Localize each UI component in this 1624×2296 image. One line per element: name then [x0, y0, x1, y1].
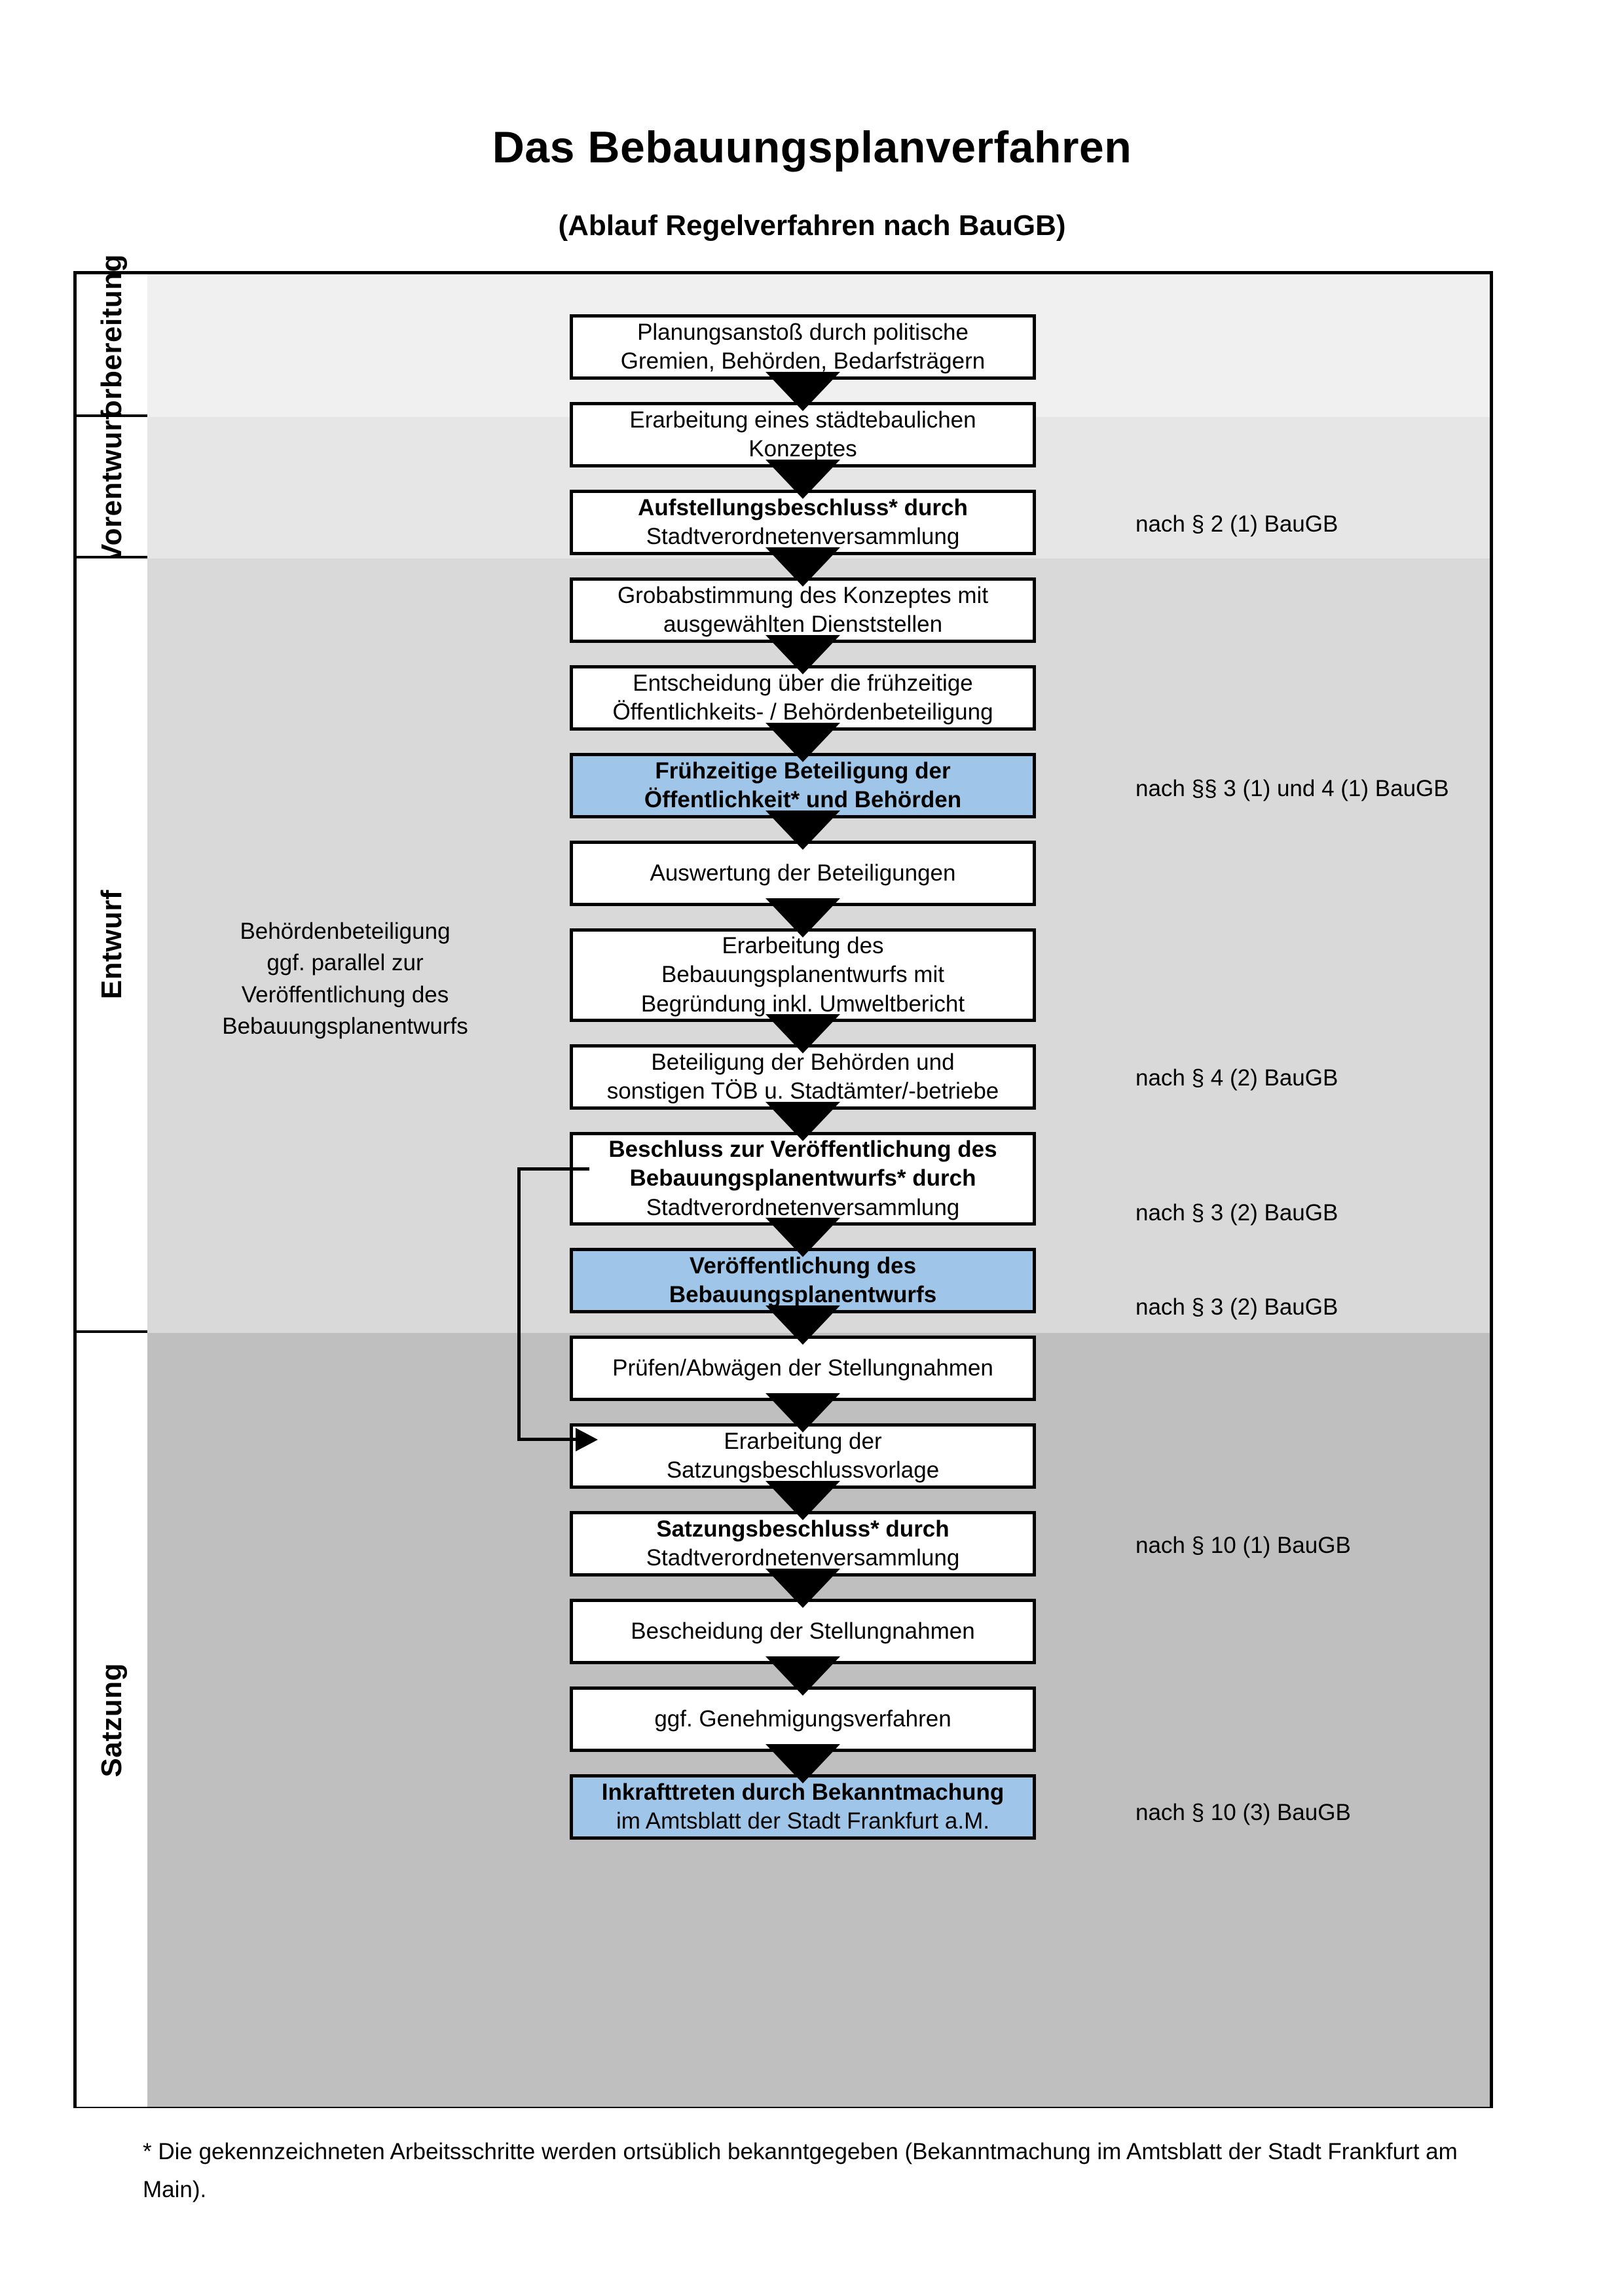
- step-box-entscheidung-beteiligung[interactable]: Entscheidung über die frühzeitige Öffent…: [570, 665, 1036, 731]
- step-line: Planungsanstoß durch politische: [637, 319, 969, 345]
- step-line: Erarbeitung der: [724, 1428, 882, 1454]
- phase-satzung: Satzung: [77, 1333, 147, 2107]
- flow-arrow-icon: [766, 372, 840, 411]
- page-subtitle: (Ablauf Regelverfahren nach BauGB): [558, 210, 1066, 242]
- sidenote-line2: ggf. parallel zur: [267, 950, 424, 976]
- step-box-fruehzeitige-beteiligung[interactable]: Frühzeitige Beteiligung der Öffentlichke…: [570, 753, 1036, 818]
- phase-entwurf: Entwurf: [77, 558, 147, 1333]
- step-line: Öffentlichkeits- / Behördenbeteiligung: [612, 699, 993, 725]
- step-line: Satzungsbeschluss* durch: [646, 1515, 960, 1544]
- step-line: Bescheidung der Stellungnahmen: [631, 1618, 975, 1644]
- flow-arrow-icon: [766, 460, 840, 499]
- phase-label: Entwurf: [96, 889, 128, 1000]
- sidenote-behoerdenbeteiligung: Behördenbeteiligung ggf. parallel zur Ve…: [201, 916, 489, 1042]
- step-line: Entscheidung über die frühzeitige: [633, 670, 973, 696]
- sidenote-line1: Behördenbeteiligung: [240, 919, 451, 944]
- step-line: Aufstellungsbeschluss* durch: [638, 494, 968, 522]
- step-line: Stadtverordnetenversammlung: [646, 1545, 960, 1571]
- flowchart-frame: Vorbereitung Vorentwurf Entwurf Satzung …: [73, 254, 1493, 2108]
- flow-arrow-icon: [766, 1656, 840, 1696]
- phase-label: Satzung: [96, 1662, 128, 1777]
- step-line: im Amtsblatt der Stadt Frankfurt a.M.: [616, 1808, 989, 1834]
- step-box-grobabstimmung[interactable]: Grobabstimmung des Konzeptes mit ausgewä…: [570, 577, 1036, 643]
- flow-arrow-icon: [766, 1218, 840, 1257]
- step-box-bescheidung[interactable]: Bescheidung der Stellungnahmen: [570, 1599, 1036, 1664]
- step-line: Prüfen/Abwägen der Stellungnahmen: [612, 1355, 993, 1381]
- step-box-aufstellungsbeschluss[interactable]: Aufstellungsbeschluss* durch Stadtverord…: [570, 490, 1036, 555]
- step-line-bold: Aufstellungsbeschluss* durch: [638, 494, 968, 520]
- step-box-genehmigungsverfahren[interactable]: ggf. Genehmigungsverfahren: [570, 1686, 1036, 1752]
- step-line: sonstigen TÖB u. Stadtämter/-betriebe: [606, 1078, 999, 1104]
- flow-arrow-icon: [766, 547, 840, 587]
- bracket-vertical-segment: [517, 1167, 521, 1441]
- step-line-bold: Frühzeitige Beteiligung der: [655, 757, 951, 784]
- step-line: Stadtverordnetenversammlung: [646, 524, 960, 549]
- step-line: Stadtverordnetenversammlung: [646, 1194, 960, 1220]
- legal-note-par3-4-1: nach §§ 3 (1) und 4 (1) BauGB: [1135, 776, 1449, 801]
- legal-note-par3-2a: nach § 3 (2) BauGB: [1135, 1200, 1338, 1226]
- flow-arrow-icon: [766, 898, 840, 938]
- step-line: ausgewählten Dienststellen: [663, 611, 943, 637]
- phase-vorentwurf: Vorentwurf: [77, 410, 147, 563]
- bracket-bottom-segment: [517, 1438, 585, 1441]
- step-line-bold: Satzungsbeschluss* durch: [656, 1516, 950, 1542]
- step-box-auswertung[interactable]: Auswertung der Beteiligungen: [570, 841, 1036, 906]
- phase-label: Vorentwurf: [96, 410, 128, 563]
- flow-arrow-icon: [766, 635, 840, 674]
- step-box-beteiligung-behoerden[interactable]: Beteiligung der Behörden und sonstigen T…: [570, 1044, 1036, 1110]
- legal-note-par10-1: nach § 10 (1) BauGB: [1135, 1533, 1351, 1558]
- sidenote-line4: Bebauungsplanentwurfs: [222, 1013, 468, 1039]
- flow-arrow-icon: [766, 1393, 840, 1432]
- step-box-satzungsbeschlussvorlage[interactable]: Erarbeitung der Satzungsbeschlussvorlage: [570, 1423, 1036, 1489]
- flow-arrow-icon: [766, 723, 840, 762]
- step-line-bold: Bebauungsplanentwurfs: [669, 1282, 937, 1307]
- step-box-satzungsbeschluss[interactable]: Satzungsbeschluss* durch Stadtverordnete…: [570, 1511, 1036, 1576]
- step-line-bold: Veröffentlichung des: [689, 1252, 917, 1279]
- step-line: ggf. Genehmigungsverfahren: [654, 1705, 951, 1732]
- flow-arrow-icon: [766, 1305, 840, 1345]
- step-line-bold: Inkrafttreten durch Bekanntmachung: [601, 1779, 1005, 1805]
- bracket-arrowhead-icon: [576, 1428, 598, 1451]
- bracket-top-segment: [517, 1167, 589, 1171]
- legal-note-par3-2b: nach § 3 (2) BauGB: [1135, 1294, 1338, 1320]
- legal-note-par10-3: nach § 10 (3) BauGB: [1135, 1800, 1351, 1825]
- step-line: Satzungsbeschlussvorlage: [666, 1457, 940, 1483]
- step-line: Beteiligung der Behörden und: [651, 1049, 955, 1075]
- flow-arrow-icon: [766, 1569, 840, 1608]
- step-line: Begründung inkl. Umweltbericht: [640, 991, 965, 1017]
- flow-arrow-icon: [766, 1481, 840, 1520]
- step-line: Auswertung der Beteiligungen: [650, 860, 956, 886]
- sidenote-line3: Veröffentlichung des: [241, 981, 449, 1008]
- phase-label: Vorbereitung: [96, 253, 128, 435]
- phase-vorbereitung: Vorbereitung: [77, 254, 147, 435]
- legal-note-par2-1: nach § 2 (1) BauGB: [1135, 511, 1338, 537]
- step-box-veroeffentlichung[interactable]: Veröffentlichung des Bebauungsplanentwur…: [570, 1248, 1036, 1313]
- step-line: Konzeptes: [748, 436, 857, 462]
- step-box-beschluss-veroeffentlichung[interactable]: Beschluss zur Veröffentlichung des Bebau…: [570, 1132, 1036, 1226]
- step-box-planungsanstoss[interactable]: Planungsanstoß durch politische Gremien,…: [570, 314, 1036, 380]
- flow-arrow-icon: [766, 1744, 840, 1783]
- step-line-bold: Öffentlichkeit* und Behörden: [644, 787, 962, 812]
- step-line: Grobabstimmung des Konzeptes mit: [617, 582, 989, 608]
- phase-label-column: Vorbereitung Vorentwurf Entwurf Satzung: [77, 254, 147, 2107]
- step-line-bold: Bebauungsplanentwurfs* durch: [629, 1165, 976, 1192]
- step-line: Inkrafttreten durch Bekanntmachung: [602, 1778, 1005, 1807]
- page-title: Das Bebauungsplanverfahren: [492, 122, 1132, 172]
- step-box-erarbeitung-entwurf[interactable]: Erarbeitung des Bebauungsplanentwurfs mi…: [570, 928, 1036, 1022]
- step-line: Erarbeitung eines städtebaulichen: [629, 407, 976, 433]
- step-box-pruefen-abwaegen[interactable]: Prüfen/Abwägen der Stellungnahmen: [570, 1336, 1036, 1401]
- step-line: Gremien, Behörden, Bedarfsträgern: [620, 348, 986, 374]
- footnote: * Die gekennzeichneten Arbeitsschritte w…: [143, 2139, 1458, 2202]
- flow-arrow-icon: [766, 1102, 840, 1141]
- step-box-staedtebauliches-konzept[interactable]: Erarbeitung eines städtebaulichen Konzep…: [570, 402, 1036, 467]
- flow-arrow-icon: [766, 1014, 840, 1053]
- legal-note-par4-2: nach § 4 (2) BauGB: [1135, 1065, 1338, 1091]
- flow-arrow-icon: [766, 811, 840, 850]
- step-box-inkrafttreten[interactable]: Inkrafttreten durch Bekanntmachung im Am…: [570, 1774, 1036, 1840]
- step-line: Bebauungsplanentwurfs mit: [661, 962, 944, 988]
- step-line: Bebauungsplanentwurfs* durch: [608, 1164, 997, 1193]
